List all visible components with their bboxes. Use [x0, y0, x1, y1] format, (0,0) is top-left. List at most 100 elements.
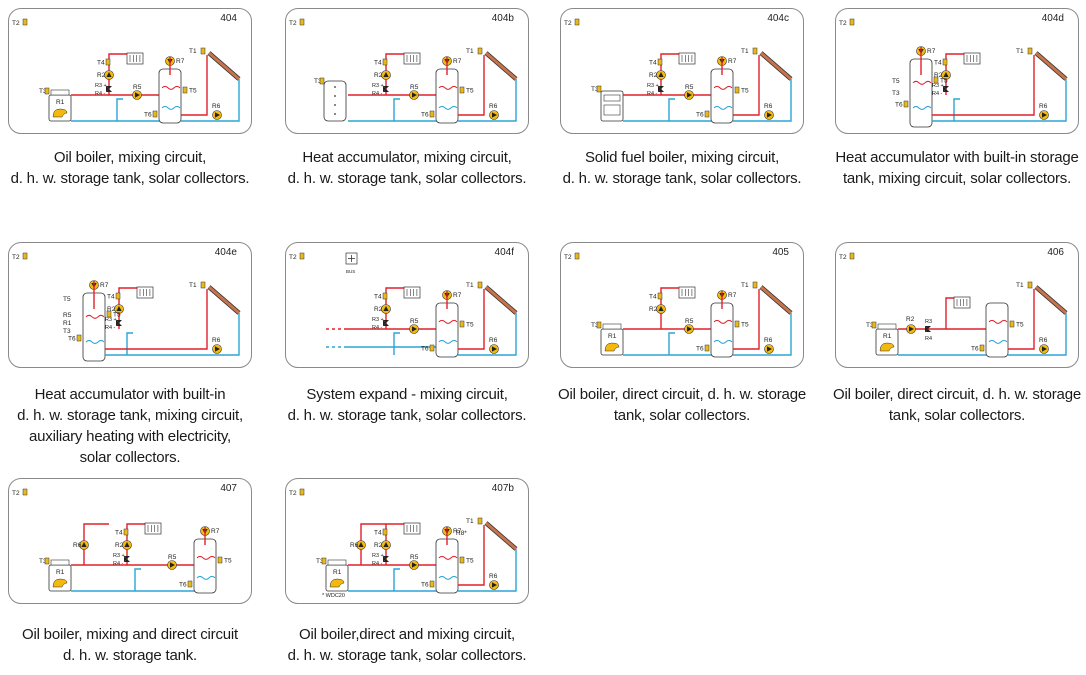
pump-label: R6: [212, 103, 221, 110]
heating-return-pipe: [668, 332, 675, 355]
sensor-label: T5: [1016, 322, 1024, 329]
heating-return-pipe: [393, 332, 400, 355]
valve-label: R3 +: [932, 83, 944, 89]
pump-label: R6: [489, 337, 498, 344]
heat-coil-icon: [912, 80, 932, 85]
pump-label: R6: [764, 337, 773, 344]
pump-arrow-icon: [943, 72, 949, 77]
sensor-label: T3: [892, 90, 900, 97]
temperature-sensor-icon: [1027, 47, 1033, 55]
boiler-label: R1: [56, 99, 65, 106]
heat-coil-icon: [713, 85, 733, 90]
temperature-sensor-icon: [115, 292, 121, 300]
sensor-label: T1: [466, 48, 474, 55]
pump-label: R7: [453, 292, 462, 299]
sensor-label: T4: [934, 60, 942, 67]
sensor-label: T5: [113, 312, 121, 319]
pump-arrow-icon: [767, 112, 772, 118]
pump-arrow-icon: [412, 326, 417, 332]
temperature-sensor-icon: [1027, 281, 1033, 289]
valve-label: R4 -: [647, 91, 658, 97]
boiler-label: R1: [883, 333, 892, 340]
card-code: 405: [772, 247, 789, 258]
temperature-sensor-icon: [200, 281, 206, 289]
solar-supply-pipe: [458, 289, 485, 350]
temperature-sensor-icon: [734, 320, 740, 328]
valve-label: R5: [63, 312, 72, 319]
heating-supply-pipe: [126, 523, 149, 565]
heat-coil-icon: [85, 314, 105, 319]
flame-icon: [52, 578, 68, 588]
card-code: 404b: [491, 13, 514, 24]
valve-label: R3 +: [105, 317, 117, 323]
card-code: 407: [220, 483, 237, 494]
pump-label: R6: [350, 542, 359, 549]
pump-arrow-icon: [687, 92, 692, 98]
flame-icon: [604, 342, 620, 352]
card-code: 404: [220, 13, 237, 24]
pump-label: R6: [212, 337, 221, 344]
solar-coil-icon: [196, 575, 216, 580]
pump-arrow-icon: [215, 346, 220, 352]
pump-label: R5: [410, 554, 419, 561]
pump-label: R5: [133, 84, 142, 91]
pump-label: R2: [934, 72, 943, 79]
temperature-sensor-icon: [871, 321, 877, 329]
temperature-sensor-icon: [704, 110, 710, 118]
pump-arrow-icon: [358, 542, 364, 547]
sensor-label: T3: [316, 558, 324, 565]
sensor-label: T2: [289, 490, 297, 497]
radiator-icon: [126, 52, 144, 65]
pump-arrow-icon: [116, 306, 122, 311]
heating-supply-pipe: [385, 287, 408, 329]
temperature-sensor-icon: [574, 18, 580, 26]
sensor-label: T1: [741, 48, 749, 55]
card-caption: Oil boiler, direct circuit, d. h. w. sto…: [558, 386, 806, 424]
pump-label: R2: [107, 306, 116, 313]
heating-return-pipe: [126, 332, 133, 355]
radiator-icon: [144, 522, 162, 535]
solar-return-pipe: [105, 313, 240, 356]
sensor-label: T5: [189, 88, 197, 95]
temperature-sensor-icon: [849, 18, 855, 26]
temperature-sensor-icon: [319, 77, 325, 85]
solar-coil-icon: [438, 575, 458, 580]
heating-supply-pipe: [660, 53, 683, 95]
pump-label: R6: [1039, 337, 1048, 344]
sensor-label: T3: [866, 322, 874, 329]
mixing-valve-icon: [658, 86, 664, 89]
pump-label: R2: [374, 542, 383, 549]
temperature-sensor-icon: [299, 488, 305, 496]
solar-return-pipe: [458, 79, 517, 122]
valve-label: R3 +: [95, 83, 107, 89]
heating-supply-pipe: [660, 287, 683, 329]
valve-label: R4 -: [113, 561, 124, 567]
radiator-icon: [403, 522, 421, 535]
sensor-label: T4: [649, 60, 657, 67]
storage-tank-icon: [435, 68, 459, 124]
flame-icon: [52, 108, 68, 118]
pump-label: R6: [73, 542, 82, 549]
temperature-sensor-icon: [979, 344, 985, 352]
valve-label: R4 -: [105, 325, 116, 331]
pump-label: R2: [906, 316, 915, 323]
radiator-icon: [678, 286, 696, 299]
sensor-label: T2: [839, 20, 847, 27]
temperature-sensor-icon: [321, 557, 327, 565]
pump-label: R8*: [456, 530, 467, 537]
sensor-label: T4: [374, 60, 382, 67]
sensor-label: T3: [591, 86, 599, 93]
radiator-icon: [403, 52, 421, 65]
mixing-valve-icon: [124, 556, 130, 559]
card-caption: System expand - mixing circuit,d. h. w. …: [287, 386, 527, 424]
solar-coil-icon: [161, 105, 181, 110]
direct-circuit-pipe: [360, 523, 386, 565]
temperature-sensor-icon: [187, 580, 193, 588]
